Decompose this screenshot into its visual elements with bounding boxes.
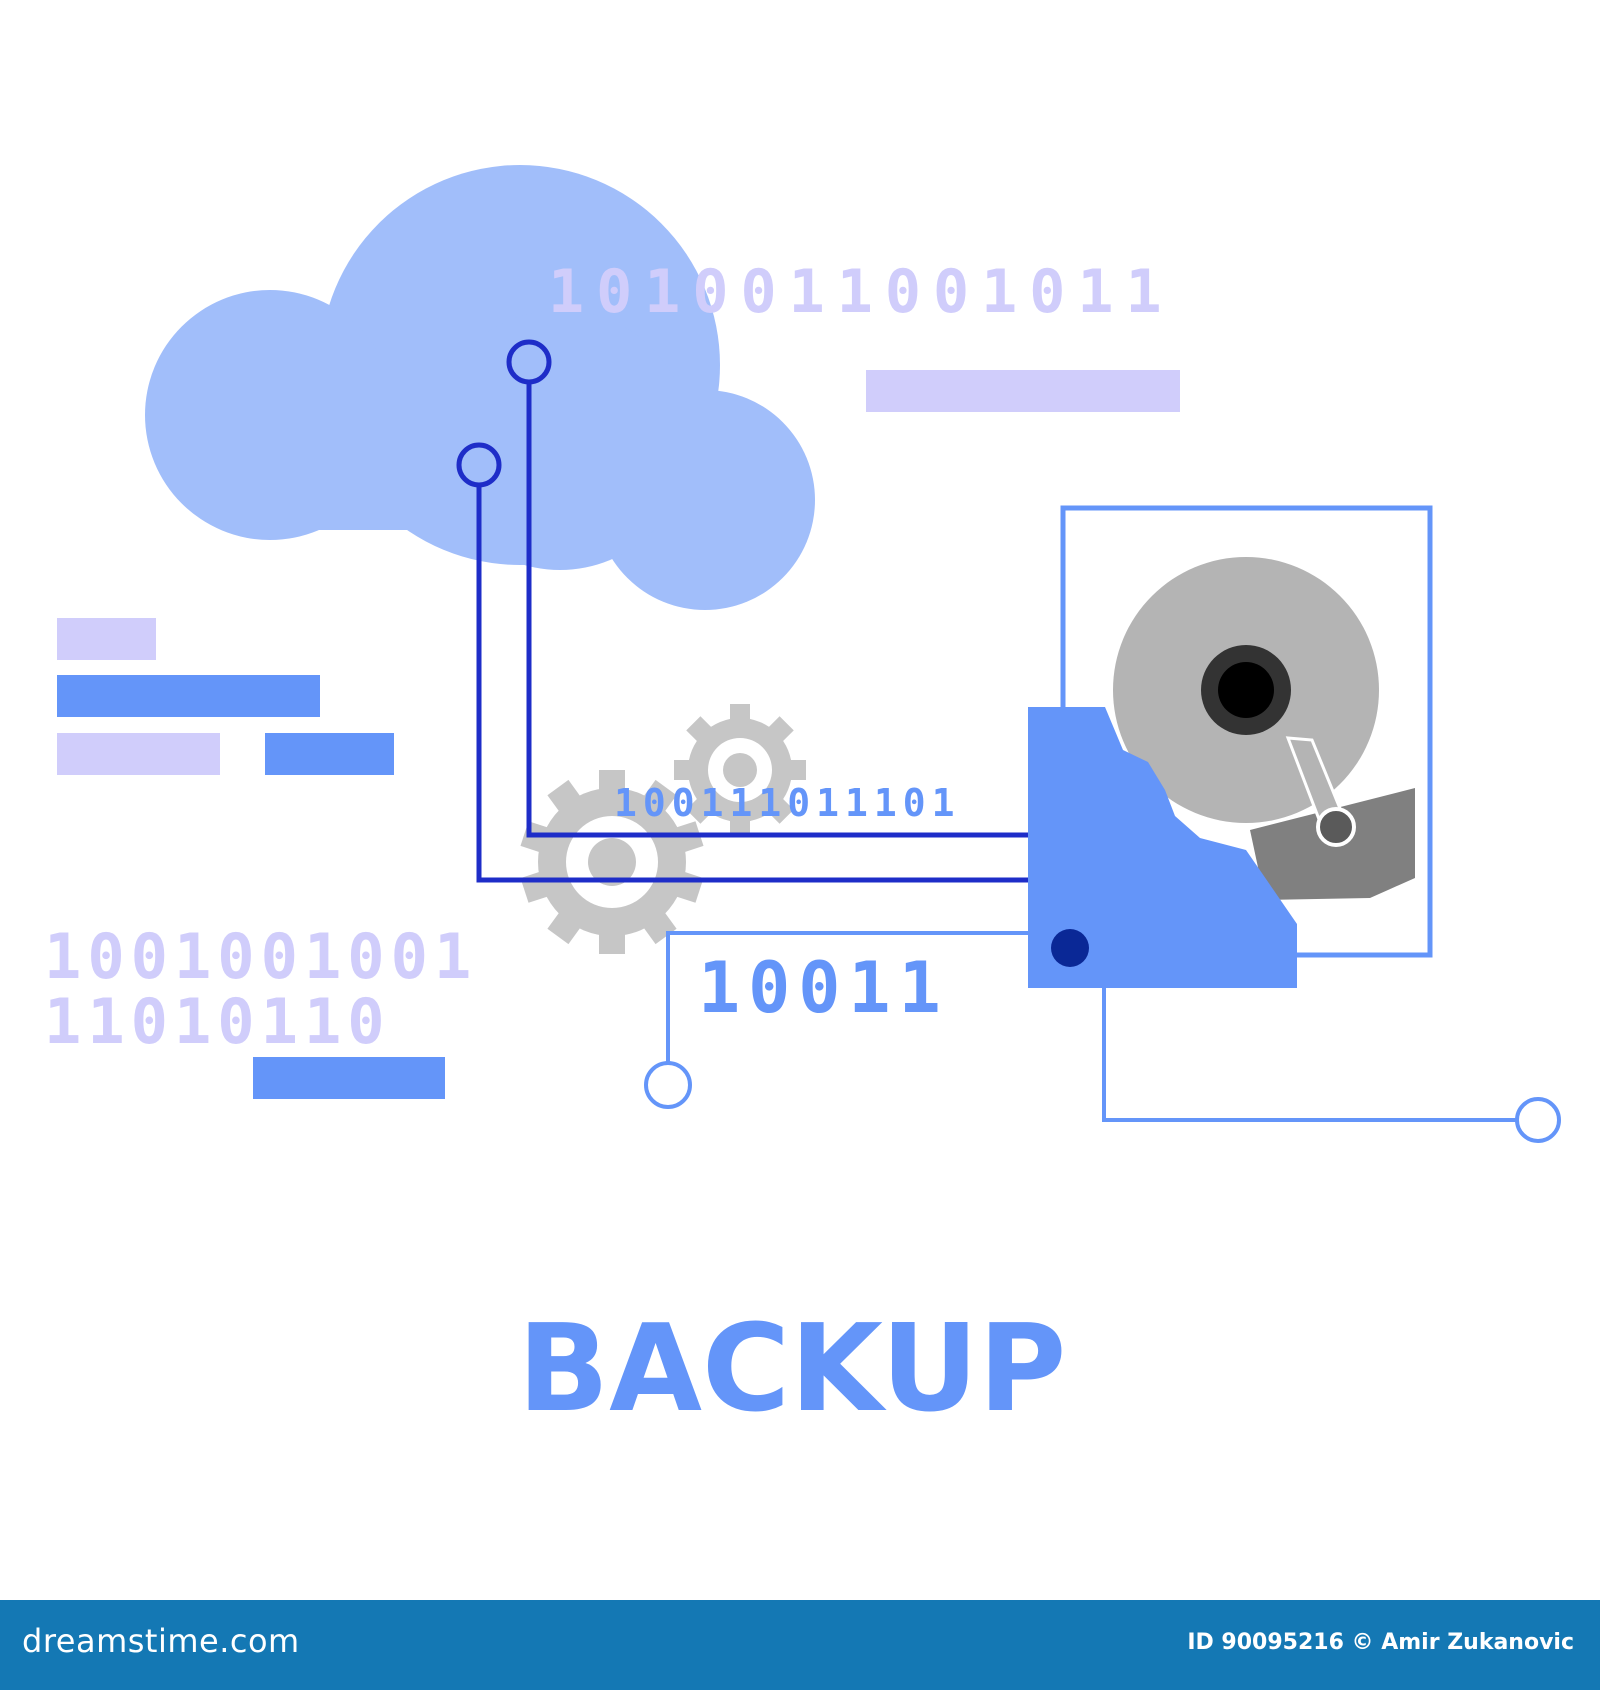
bar-left-3 — [57, 733, 220, 775]
illustration: 1010011001011 — [44, 165, 1561, 1439]
hard-drive-icon — [1028, 505, 1433, 988]
dreamstime-logo: dreamstime.com — [22, 1622, 300, 1660]
binary-left-line1: 1001001001 — [44, 920, 477, 993]
cloud-icon — [145, 165, 815, 610]
footer-bar: dreamstime.com ID 90095216 © Amir Zukano… — [0, 1600, 1600, 1690]
bar-left-2 — [57, 675, 320, 717]
circuit-lines-dark — [456, 339, 1030, 883]
binary-small-center: 100111011101 — [614, 781, 961, 825]
gear-icon — [520, 704, 806, 954]
image-credit: ID 90095216 © Amir Zukanovic — [1187, 1630, 1574, 1655]
bar-left-1 — [57, 618, 156, 660]
binary-left-line2: 11010110 — [44, 985, 391, 1058]
bar-top-right — [866, 370, 1180, 412]
bar-left-4 — [265, 733, 394, 775]
binary-bottom-center: 10011 — [698, 947, 949, 1029]
page-title: BACKUP — [518, 1300, 1067, 1439]
bar-left-bottom — [253, 1057, 445, 1099]
circuit-lines-light — [644, 931, 1561, 1143]
binary-top: 1010011001011 — [548, 257, 1174, 327]
